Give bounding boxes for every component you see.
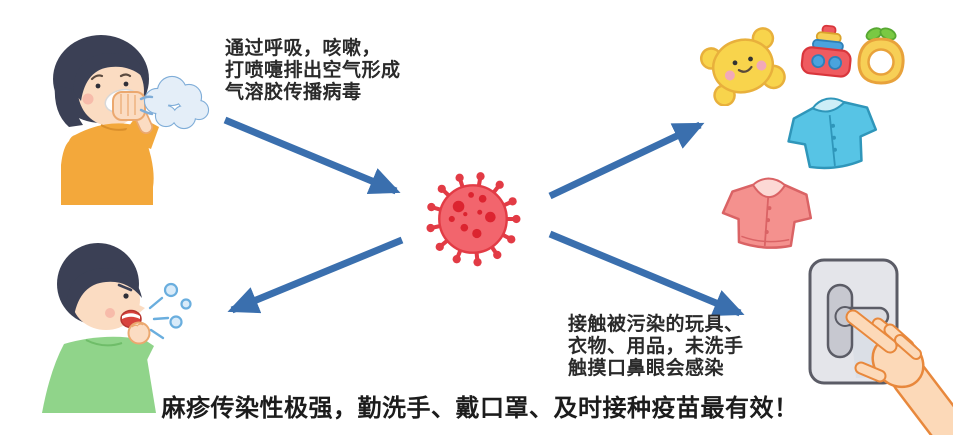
- breath-cloud-icon: [139, 75, 210, 130]
- arrow-virus-to-door: [548, 230, 745, 317]
- note-line: 接触被污染的玩具、: [568, 314, 744, 335]
- fist-at-mouth: [127, 321, 151, 345]
- virus-icon: [426, 172, 521, 267]
- sneezing-woman-icon: [53, 35, 210, 205]
- orange-shirt: [61, 123, 154, 205]
- nose: [137, 304, 145, 314]
- aerosol-transmission-note: 通过呼吸，咳嗽， 打喷嚏排出空气形成 气溶胶传播病毒: [225, 38, 401, 104]
- arrow-woman-to-virus: [223, 116, 401, 195]
- index-finger: [847, 311, 896, 352]
- blue-shirt-icon: [787, 97, 878, 170]
- note-line: 通过呼吸，咳嗽，: [225, 38, 382, 59]
- arrow-virus-to-toys: [548, 121, 705, 200]
- stacking-rings-toy-icon: [800, 24, 852, 78]
- arrow-virus-to-boy: [227, 236, 404, 314]
- cough-droplets-icon: [148, 282, 192, 340]
- worried-eyebrow: [90, 74, 104, 81]
- pink-shirt-icon: [721, 177, 813, 249]
- teething-ring-toy-icon: [857, 27, 905, 85]
- caption-text: 麻疹传染性极强，勤洗手、戴口罩、及时接种疫苗最有效！: [161, 395, 799, 422]
- hand-touching-door-handle-icon: [808, 258, 953, 435]
- note-line: 打喷嚏排出空气形成: [225, 60, 401, 81]
- hand-over-mouth: [112, 91, 146, 121]
- note-line: 衣物、用品，未洗手: [568, 336, 744, 357]
- coughing-boy-icon: [42, 243, 192, 413]
- teddy-bear-toy-icon: [699, 27, 786, 106]
- touching-hand: [845, 309, 953, 435]
- note-line: 触摸口鼻眼会感染: [568, 358, 725, 379]
- contact-transmission-note: 接触被污染的玩具、 衣物、用品，未洗手 触摸口鼻眼会感染: [568, 314, 744, 380]
- note-line: 气溶胶传播病毒: [225, 82, 362, 103]
